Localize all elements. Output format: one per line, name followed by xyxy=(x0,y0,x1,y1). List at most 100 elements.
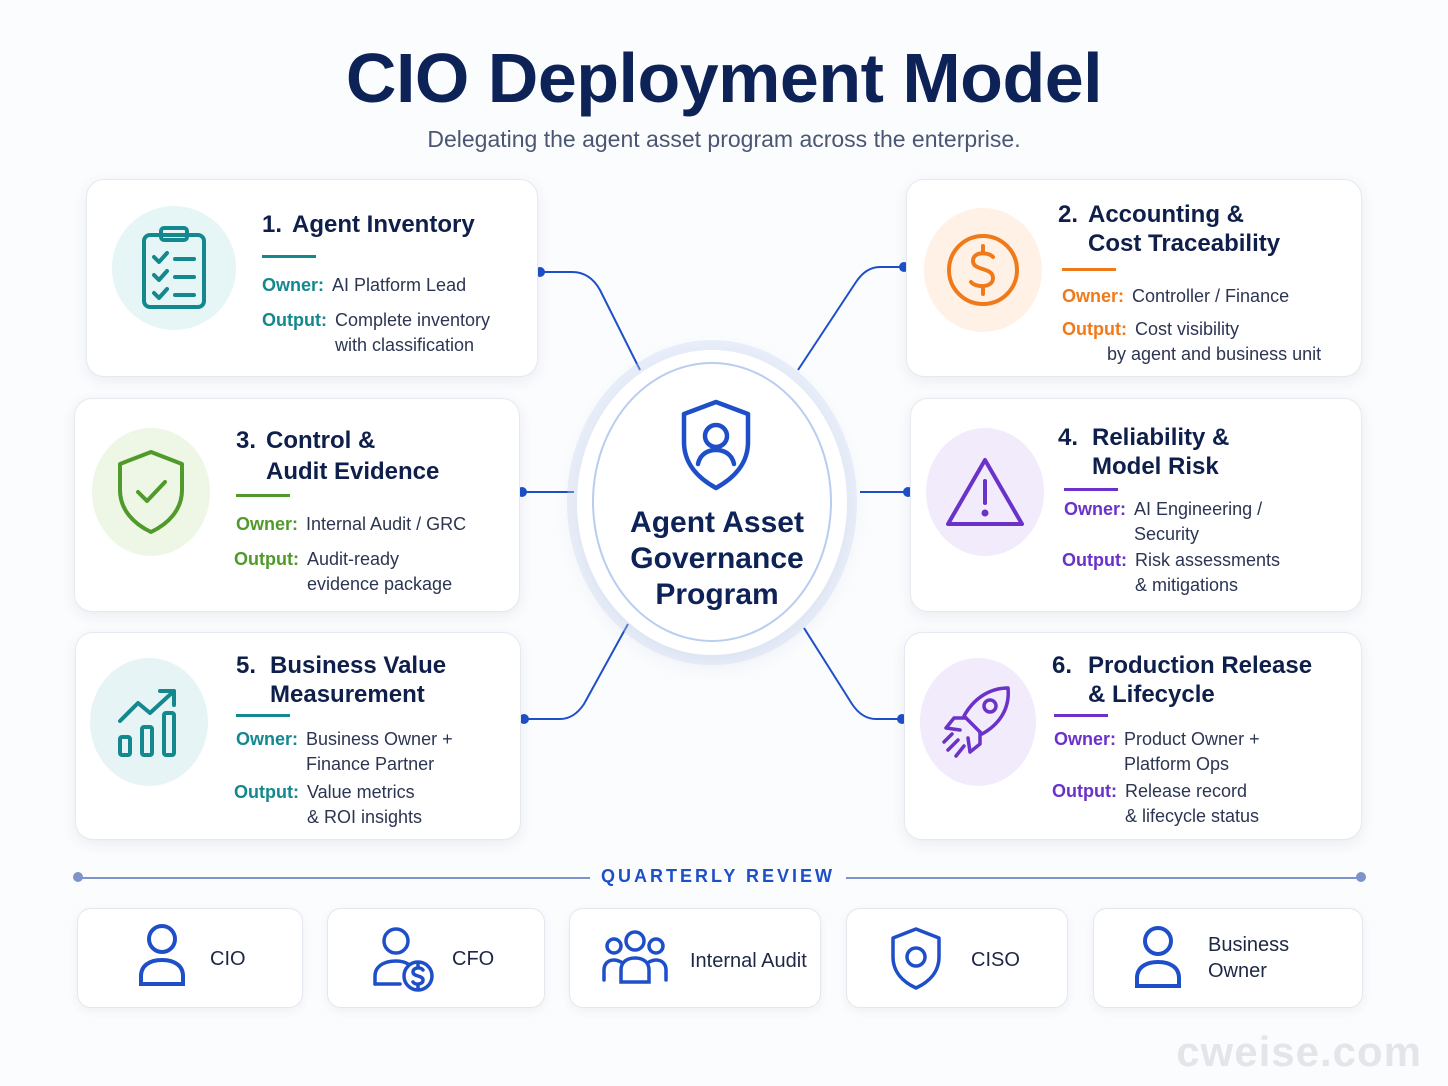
output-label: Output: xyxy=(234,549,299,569)
card-2-owner: Owner: Controller / Finance xyxy=(1062,284,1289,309)
review-label: QUARTERLY REVIEW xyxy=(600,866,836,886)
card-6-number: 6. xyxy=(1052,652,1073,679)
card-2-icon-circle xyxy=(924,208,1042,332)
person-icon xyxy=(1135,926,1181,988)
card-4-number: 4. xyxy=(1058,424,1079,451)
center-title-line1: Agent Asset xyxy=(630,506,804,539)
card-1-title: 1.Agent Inventory xyxy=(262,210,475,239)
card-6-title: 6. Production Release & Lifecycle xyxy=(1052,651,1312,709)
card-3-icon-circle xyxy=(92,428,210,556)
watermark: cweise.com xyxy=(1176,1028,1422,1075)
card-1-owner: Owner: AI Platform Lead xyxy=(262,273,466,298)
card-3-title: 3.Control & Audit Evidence xyxy=(236,426,439,486)
role-card-cio xyxy=(77,908,303,1008)
output-value-line1: Release record xyxy=(1124,781,1248,801)
output-label: Output: xyxy=(1062,319,1127,339)
center-title-line2: Governance xyxy=(630,542,804,575)
owner-value: Internal Audit / GRC xyxy=(306,514,467,534)
card-2-number: 2. xyxy=(1058,201,1079,228)
output-value-line1: Cost visibility xyxy=(1134,319,1239,339)
card-5-owner: Owner: Business Owner +Finance Partner xyxy=(236,727,453,777)
card-4-icon-circle xyxy=(926,428,1044,556)
card-4-title-line2: Model Risk xyxy=(1092,453,1219,480)
review-line-dot-right xyxy=(1356,872,1366,882)
owner-value-line2: Platform Ops xyxy=(1124,754,1230,774)
owner-value: AI Platform Lead xyxy=(332,275,467,295)
shield-user-icon xyxy=(681,399,751,491)
owner-label: Owner: xyxy=(236,514,299,534)
card-5-output: Output: Value metrics& ROI insights xyxy=(234,780,422,830)
owner-value-line2: Security xyxy=(1134,524,1200,544)
role-label-cfo: CFO xyxy=(452,948,495,970)
output-value-line2: & lifecycle status xyxy=(1124,806,1260,826)
output-value-line2: by agent and business unit xyxy=(1106,344,1322,364)
card-6-title-line1: Production Release xyxy=(1088,652,1313,679)
owner-value-line1: Product Owner + xyxy=(1124,729,1260,749)
role-card-business-owner xyxy=(1093,908,1363,1008)
output-label: Output: xyxy=(1062,550,1127,570)
role-label-business-owner: Business Owner xyxy=(1208,932,1289,984)
owner-label: Owner: xyxy=(1064,499,1127,519)
output-value-line1: Value metrics xyxy=(306,782,415,802)
warning-triangle-icon xyxy=(946,458,1024,526)
output-label: Output: xyxy=(234,782,299,802)
group-icon xyxy=(602,930,668,984)
connector-dot-5 xyxy=(519,714,529,724)
output-value-line2: & mitigations xyxy=(1134,575,1239,595)
rocket-icon xyxy=(942,686,1010,758)
role-label-ciso: CISO xyxy=(971,949,1020,971)
output-value-line1: Audit-ready xyxy=(306,549,400,569)
card-4-rule xyxy=(1064,488,1118,491)
shield-check-icon xyxy=(118,450,184,534)
clipboard-checklist-icon xyxy=(142,226,206,309)
role-label-internal-audit: Internal Audit xyxy=(690,950,807,972)
card-3-title-line1: Control & xyxy=(266,427,376,454)
owner-value-line1: Business Owner + xyxy=(306,729,453,749)
card-2-title-line1: Accounting & xyxy=(1088,201,1244,228)
center-title: Agent Asset Governance Program xyxy=(592,505,842,613)
card-2-output: Output: Cost visibility by agent and busi… xyxy=(1062,317,1321,367)
card-5-title: 5.Business Value Measurement xyxy=(236,651,446,709)
card-6-title-line2: & Lifecycle xyxy=(1088,681,1215,708)
role-label-cio: CIO xyxy=(210,948,246,970)
review-line-right xyxy=(846,877,1362,879)
page-title: CIO Deployment Model xyxy=(345,39,1103,117)
owner-value-line1: AI Engineering / xyxy=(1134,499,1263,519)
card-1-rule xyxy=(262,255,316,258)
owner-label: Owner: xyxy=(1054,729,1117,749)
output-value-line2: with classification xyxy=(334,335,475,355)
card-5-title-line1: Business Value xyxy=(270,652,447,679)
owner-label: Owner: xyxy=(262,275,325,295)
connector-1 xyxy=(540,271,641,371)
card-5-icon-circle xyxy=(90,658,208,786)
center-hub-ring xyxy=(592,362,832,642)
person-icon xyxy=(139,924,185,986)
card-6-owner: Owner: Product Owner + Platform Ops xyxy=(1054,727,1260,777)
output-label: Output: xyxy=(262,310,327,330)
card-2-title: 2. Accounting & Cost Traceability xyxy=(1058,200,1280,258)
output-value-line1: Risk assessments xyxy=(1134,550,1281,570)
center-title-line3: Program xyxy=(655,578,779,611)
review-line-left xyxy=(78,877,590,879)
card-1-title-line1: Agent Inventory xyxy=(292,211,475,238)
owner-label: Owner: xyxy=(236,729,299,749)
card-2-title-line2: Cost Traceability xyxy=(1088,230,1281,257)
person-dollar-icon xyxy=(373,927,434,992)
owner-value: Controller / Finance xyxy=(1132,286,1290,306)
card-4-output: Output: Risk assessments & mitigations xyxy=(1062,548,1280,598)
dollar-coin-icon xyxy=(947,234,1019,306)
card-6-icon-circle xyxy=(920,658,1036,786)
card-4-owner: Owner: AI Engineering / Security xyxy=(1064,497,1262,547)
connector-2 xyxy=(797,266,904,371)
card-3-rule xyxy=(236,494,290,497)
card-6-output: Output: Release record& lifecycle status xyxy=(1052,779,1259,829)
card-3-owner: Owner: Internal Audit / GRC xyxy=(236,512,466,537)
role-label-business-owner-line2: Owner xyxy=(1208,960,1267,982)
card-5-rule xyxy=(236,714,290,717)
card-3-number: 3. xyxy=(236,427,257,454)
role-card-cfo xyxy=(327,908,545,1008)
owner-label: Owner: xyxy=(1062,286,1125,306)
card-6-rule xyxy=(1054,714,1108,717)
